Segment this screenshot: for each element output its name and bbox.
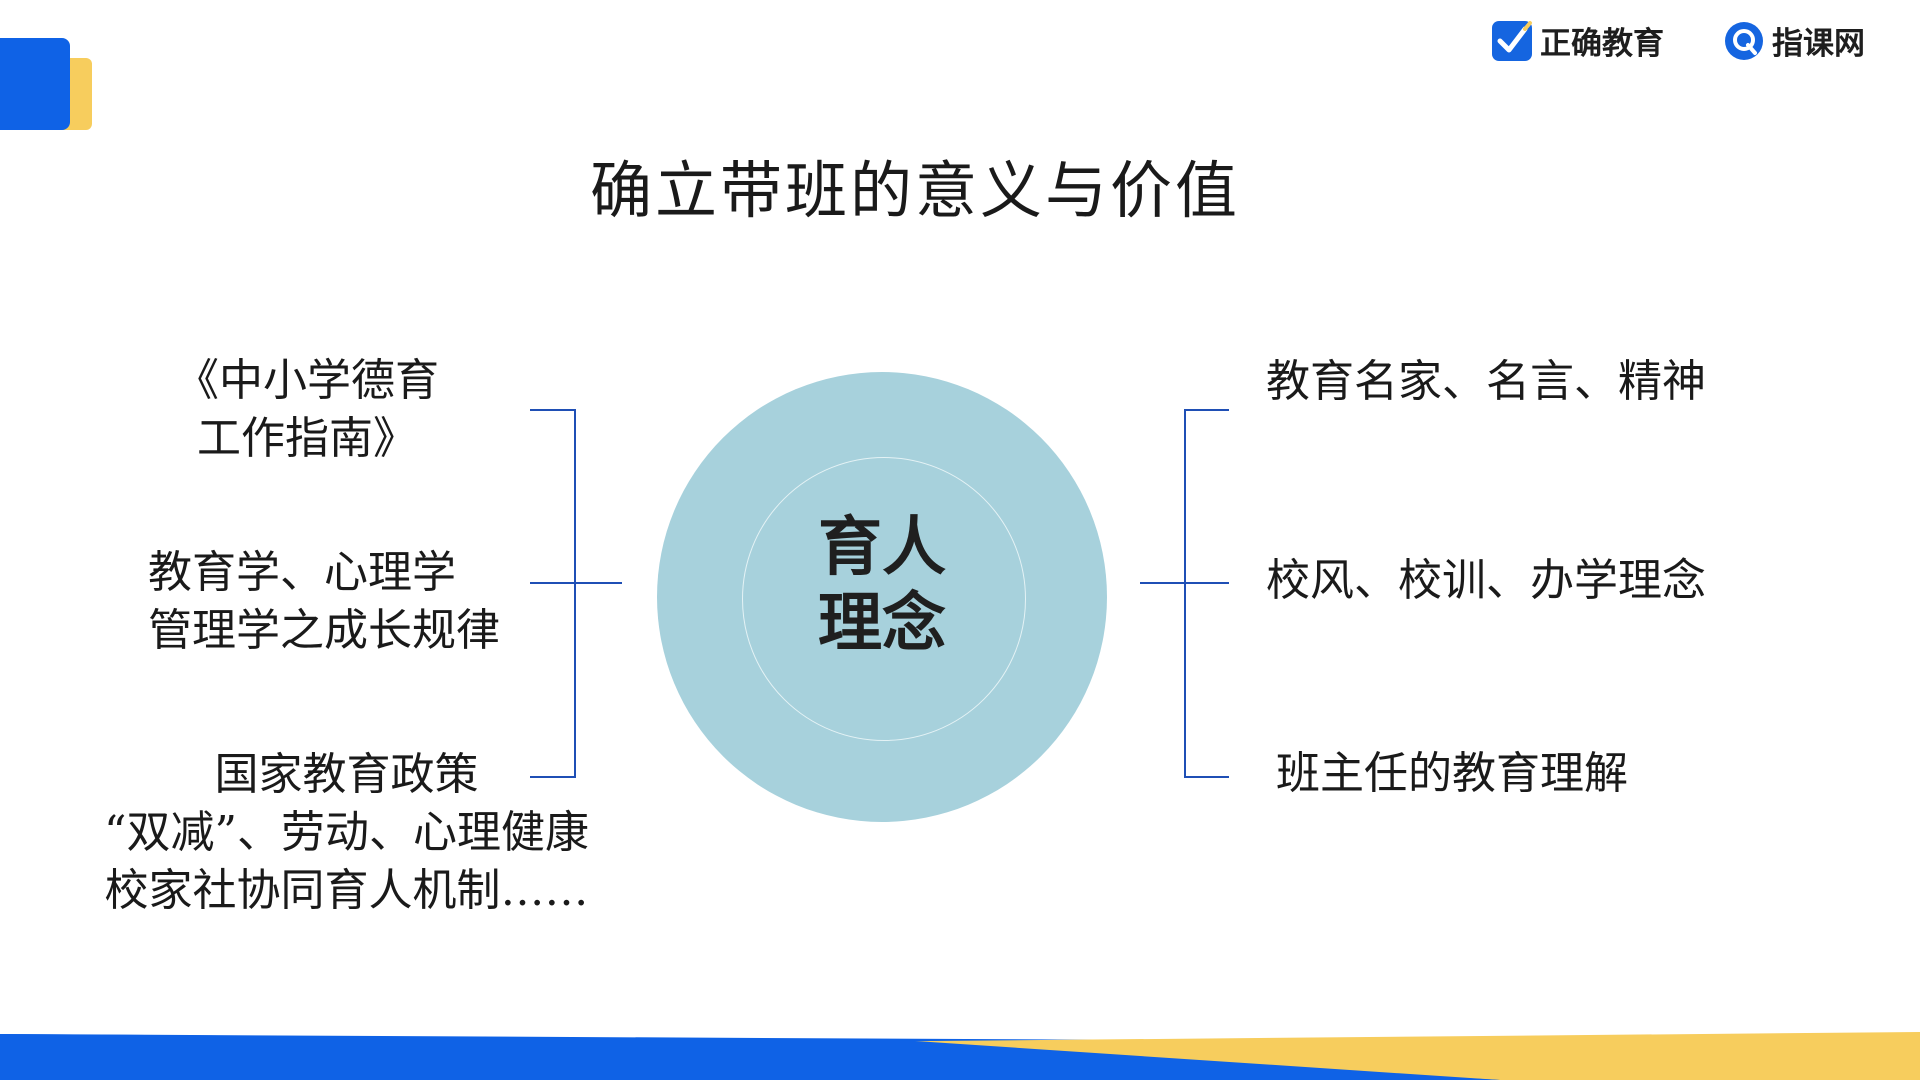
left-node-guideline-line-1: 《中小学德育	[175, 355, 439, 406]
right-node-teacher-understanding: 班主任的教育理解	[1276, 748, 1628, 799]
left-node-policy: 国家教育政策 “双减”、劳动、心理健康 校家社协同育人机制……	[104, 746, 589, 920]
brand-zhengque-logo: 正确教育	[1490, 18, 1664, 63]
left-node-policy-line-1: 国家教育政策	[214, 749, 479, 800]
brand-zhengque-name: 正确教育	[1540, 26, 1664, 62]
brand-zhike-logo: 指课网	[1722, 18, 1865, 63]
core-label: 育人 理念	[782, 510, 982, 662]
left-node-policy-line-2: “双减”、劳动、心理健康	[104, 807, 589, 858]
right-node-school-culture: 校风、校训、办学理念	[1266, 555, 1706, 606]
left-node-policy-line-3: 校家社协同育人机制……	[104, 865, 589, 916]
left-node-guideline-line-2: 工作指南》	[197, 413, 417, 464]
slide-title: 确立带班的意义与价值	[589, 154, 1240, 227]
core-inner-ring	[742, 457, 1026, 741]
q-logo-icon	[1725, 21, 1763, 60]
core-label-line-1: 育人	[818, 510, 946, 585]
checkmark-icon	[1492, 20, 1532, 61]
footer-band	[0, 1032, 1920, 1080]
left-node-disciplines-line-1: 教育学、心理学	[148, 547, 456, 598]
left-node-guideline: 《中小学德育 工作指南》	[175, 352, 439, 468]
core-label-line-2: 理念	[818, 586, 946, 661]
right-node-masters: 教育名家、名言、精神	[1266, 356, 1706, 407]
left-node-disciplines-line-2: 管理学之成长规律	[148, 605, 500, 656]
right-bracket	[1184, 409, 1229, 778]
left-node-disciplines: 教育学、心理学 管理学之成长规律	[148, 544, 500, 660]
brand-zhike-name: 指课网	[1772, 26, 1865, 62]
corner-decoration-blue	[0, 38, 70, 130]
left-bracket	[530, 409, 576, 778]
